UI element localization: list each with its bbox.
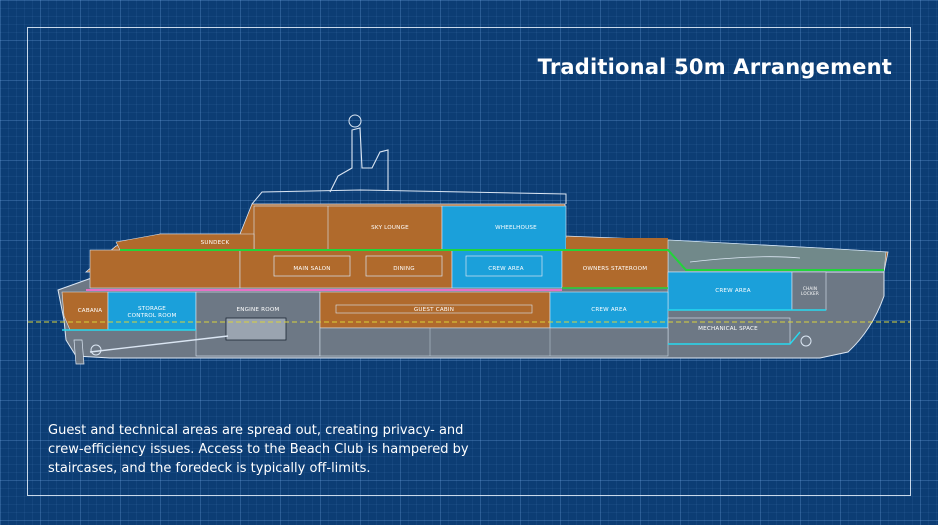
content-frame [27,27,911,496]
label-guest-cabin: GUEST CABIN [414,307,454,313]
label-mechanical-space: MECHANICAL SPACE [698,326,758,332]
propeller [90,344,102,356]
upper-deck-outline [251,189,567,205]
deck-line-cyan-mech [668,331,801,345]
label-storage: STORAGE [138,306,166,312]
zone-chain-locker [791,271,827,311]
zone-sundeck [115,233,255,251]
zone-sky-lounge [253,205,443,251]
label-sundeck: SUNDECK [201,240,230,246]
zone-upper-forward [566,238,668,250]
mast [329,127,389,193]
zone-main-salon [273,255,351,277]
label-crew-area-lower: CREW AREA [591,307,627,313]
label-main-salon: MAIN SALON [293,266,330,272]
label-crew-area-upper: CREW AREA [488,266,524,272]
label-dining: DINING [393,266,415,272]
label-cabana: CABANA [78,308,103,314]
label-wheelhouse: WHEELHOUSE [495,225,537,231]
label-sky-lounge: SKY LOUNGE [371,225,409,231]
radar-dome [348,114,362,128]
zone-tanks [319,327,669,357]
label-engine-room: ENGINE ROOM [237,307,280,313]
zone-crew-area-fwd [667,271,793,311]
zone-wheelhouse [441,205,567,251]
anchor-icon [800,335,812,347]
zone-storage-control-room [107,291,197,331]
zone-main-deck-aft [89,249,241,289]
deck-line-green-upper [120,249,884,271]
label-control-room: CONTROL ROOM [127,313,176,319]
label-crew-area-fwd: CREW AREA [715,288,751,294]
engine [225,317,287,341]
label-owners-stateroom: OWNERS STATEROOM [583,266,647,272]
zone-foredeck [667,239,887,273]
zone-dining [365,255,443,277]
page-title: Traditional 50m Arrangement [537,55,892,79]
zone-owners-stateroom [561,249,669,289]
label-chain-locker-2: LOCKER [801,291,819,296]
label-chain-locker-1: CHAIN [803,286,817,291]
description-caption: Guest and technical areas are spread out… [48,423,469,476]
